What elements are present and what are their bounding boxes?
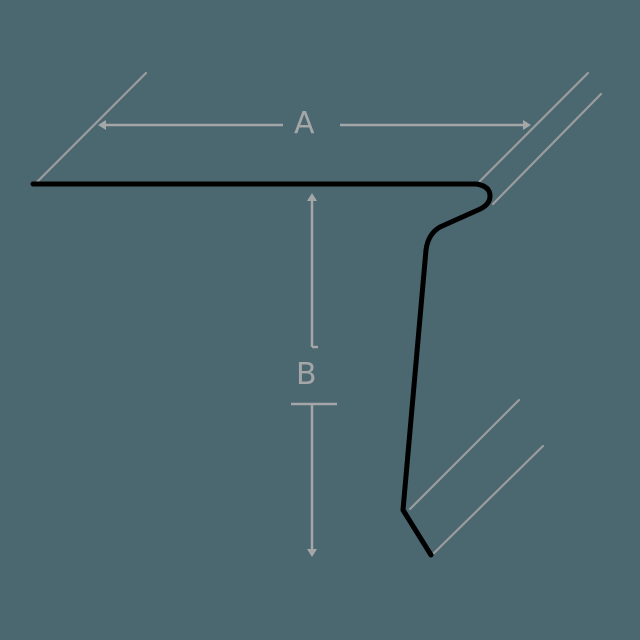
arrowhead-left-icon [98,120,106,130]
extension-line-bottom-outer [432,444,545,555]
dimension-label-a: A [294,106,315,141]
arrowhead-down-icon [307,549,317,557]
dimension-b [291,193,337,557]
arrowhead-up-icon [307,193,317,201]
arrowhead-right-icon [523,120,531,130]
extension-line-right-top [478,71,590,183]
extension-line-bottom-inner [408,398,521,511]
extension-line-right-bend [491,92,603,206]
dimension-label-b: B [296,357,317,392]
dimension-a [98,120,531,130]
extension-line-left [34,71,148,185]
profile-outline [30,181,493,558]
